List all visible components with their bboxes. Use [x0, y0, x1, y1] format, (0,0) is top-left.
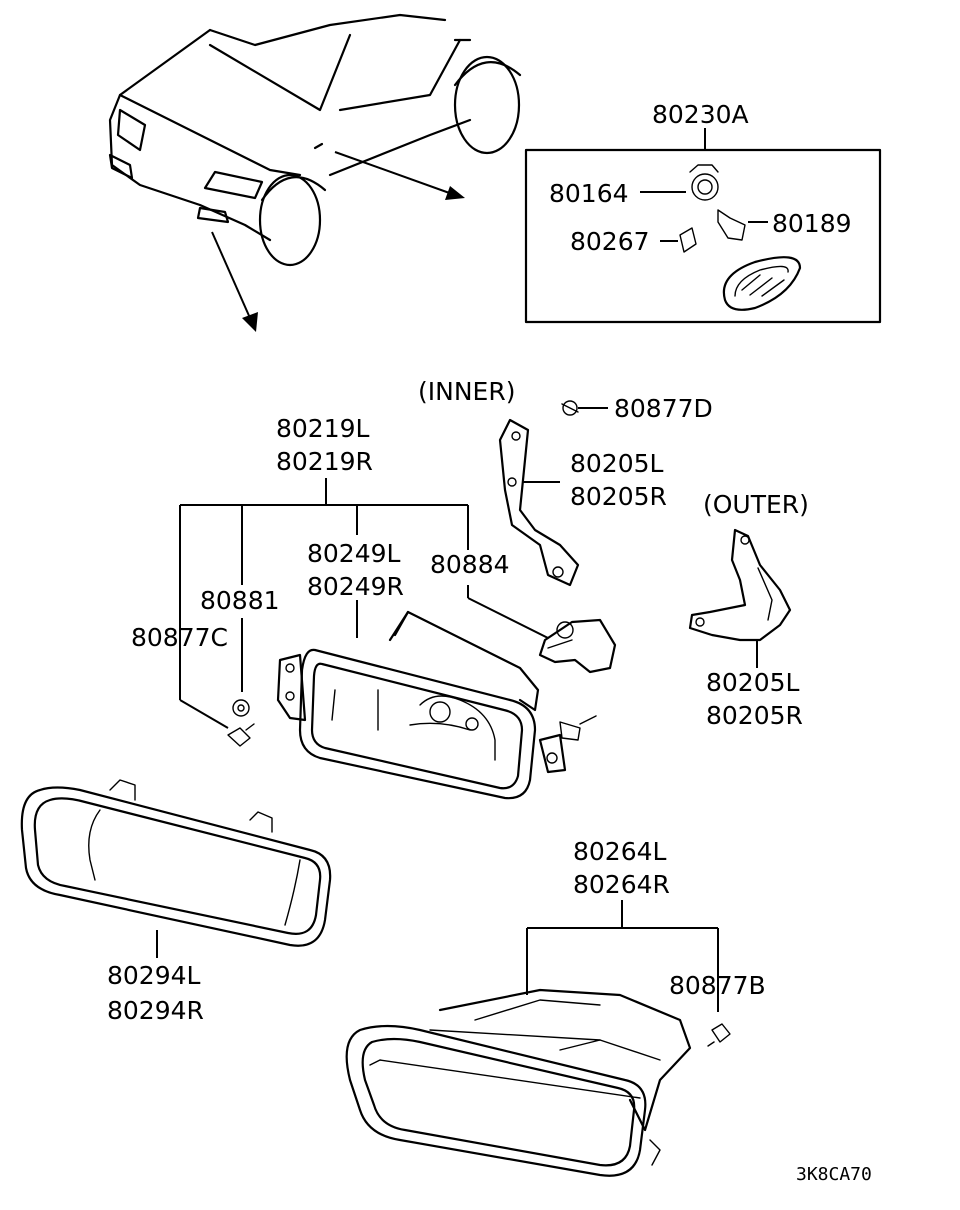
fog-lamp-leaders	[179, 478, 549, 729]
label-80205L-inner: 80205L	[570, 449, 664, 478]
label-80877B: 80877B	[669, 971, 766, 1000]
fog-lamp-assembly	[227, 610, 617, 800]
cover-screw-icon	[711, 1023, 731, 1043]
fog-bulb-icon	[538, 618, 617, 674]
screw-icon	[562, 400, 578, 416]
label-80249R: 80249R	[307, 572, 404, 601]
label-80219R: 80219R	[276, 447, 373, 476]
nut-icon	[232, 699, 250, 717]
label-80881: 80881	[200, 586, 280, 615]
label-80267: 80267	[570, 227, 650, 256]
outer-bracket	[688, 528, 792, 668]
label-80205R-inner: 80205R	[570, 482, 667, 511]
bolt-icon	[227, 727, 251, 747]
label-80205L-outer: 80205L	[706, 668, 800, 697]
label-80294L: 80294L	[107, 961, 201, 990]
label-80294R: 80294R	[107, 996, 204, 1025]
label-80219L: 80219L	[276, 414, 370, 443]
label-80264R: 80264R	[573, 870, 670, 899]
side-marker-box	[524, 128, 882, 324]
marker-lens-icon	[722, 256, 802, 311]
label-80164: 80164	[549, 179, 629, 208]
label-80877C: 80877C	[131, 623, 228, 652]
fog-lamp-bezel	[20, 779, 332, 958]
label-80884: 80884	[430, 550, 510, 579]
car-illustration	[108, 13, 522, 332]
bulb-socket-icon	[691, 173, 719, 201]
label-80230A: 80230A	[652, 100, 749, 129]
fog-lamp-location-icon	[196, 206, 230, 224]
label-80205R-outer: 80205R	[706, 701, 803, 730]
fog-lamp-cover	[345, 900, 731, 1177]
label-outer: (OUTER)	[703, 490, 809, 519]
inner-bracket	[498, 400, 608, 587]
marker-bulb-icon	[717, 209, 746, 241]
diagram-code: 3K8CA70	[796, 1164, 872, 1185]
label-inner: (INNER)	[418, 377, 515, 406]
label-80189: 80189	[772, 209, 852, 238]
clip-icon	[679, 227, 697, 253]
part-labels: 80230A 80164 80189 80267 (INNER) 80877D …	[107, 100, 872, 1185]
label-80264L: 80264L	[573, 837, 667, 866]
label-80249L: 80249L	[307, 539, 401, 568]
label-80877D: 80877D	[614, 394, 713, 423]
